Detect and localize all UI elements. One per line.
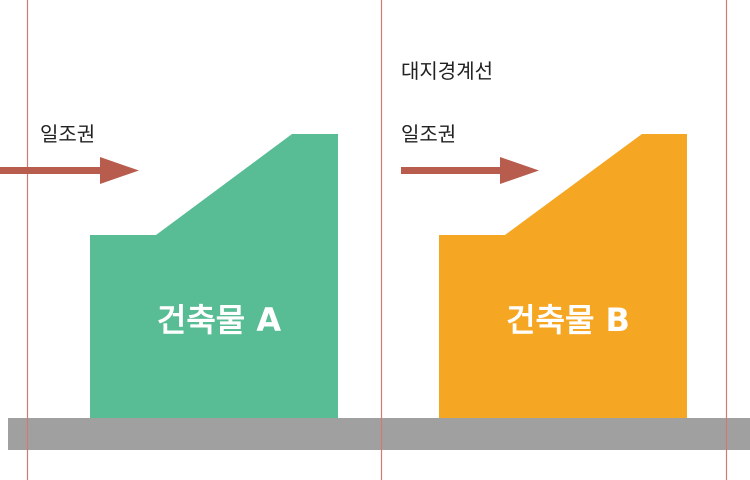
building-b-shape	[439, 134, 687, 418]
sunlight-right-label-b: 일조권	[401, 122, 457, 146]
sunlight-arrow-b	[401, 157, 539, 184]
building-b-label: 건축물 B	[506, 301, 630, 339]
boundary-line-label: 대지경계선	[401, 59, 493, 83]
ground-bar	[8, 418, 750, 450]
building-a-shape	[90, 134, 338, 418]
building-a-label: 건축물 A	[156, 301, 282, 339]
sunlight-arrow-a	[0, 157, 139, 184]
sunlight-right-label-a: 일조권	[40, 122, 96, 146]
